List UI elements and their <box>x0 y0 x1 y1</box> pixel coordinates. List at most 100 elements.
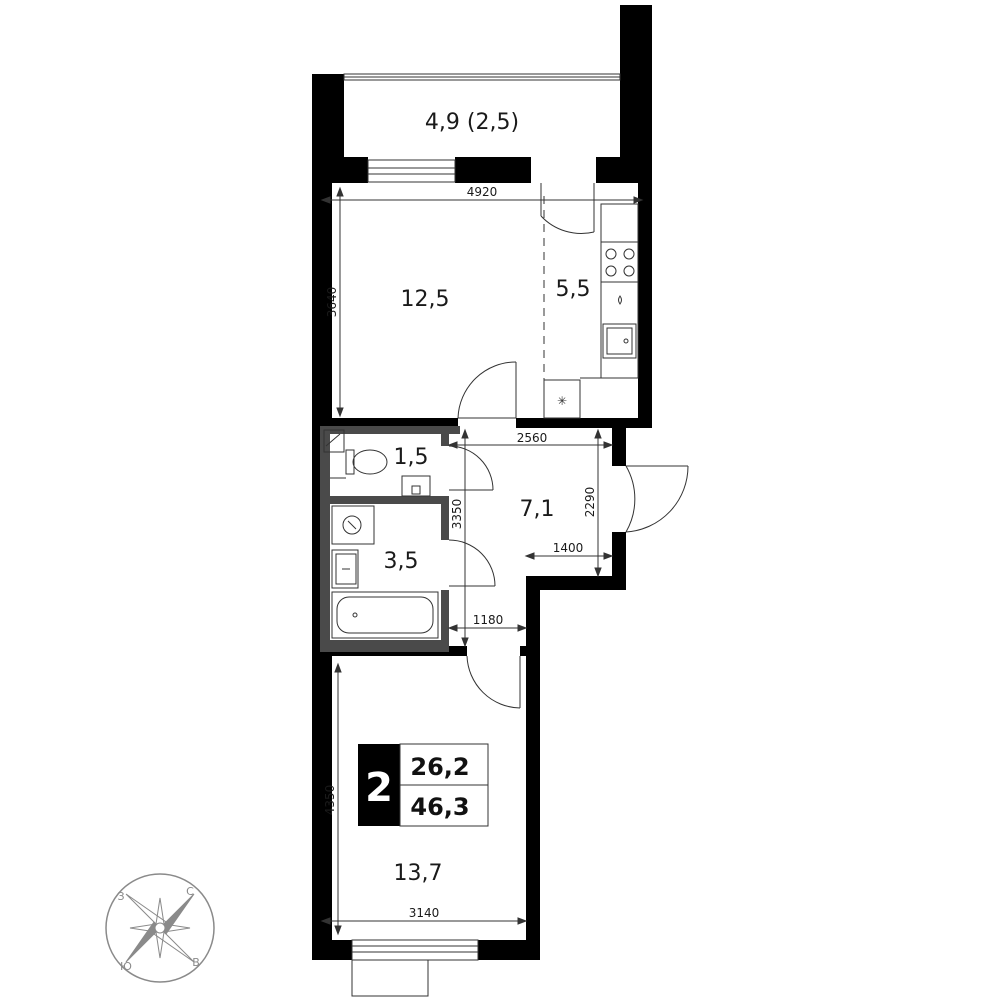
kitchen-counter <box>600 203 639 379</box>
door-entrance-swing <box>625 465 689 533</box>
door-living-swing <box>457 361 517 419</box>
partition-left <box>320 426 330 652</box>
wall-living-bottom-b <box>516 418 652 428</box>
dim-arrow-hall-lower-a <box>524 552 535 560</box>
compass-north-label: С <box>186 885 194 898</box>
dim-hall-height-left: 3350 <box>450 499 464 530</box>
dim-arrow-hall-width-b <box>603 441 614 449</box>
windows <box>343 73 621 997</box>
wall-kitchen-right <box>638 180 652 428</box>
wall-balcony-bottom-b <box>455 157 531 183</box>
compass-east-label: В <box>192 956 200 969</box>
wall-entrance-top <box>612 426 626 466</box>
dim-arrow-living-width-b <box>633 196 644 204</box>
partition-bath-right-bottom <box>441 590 449 650</box>
summary-room-count: 2 <box>365 765 393 811</box>
wall-balcony-right <box>620 5 652 183</box>
dim-hall-height-right: 2290 <box>583 487 597 518</box>
toilet-sink <box>401 475 431 497</box>
wall-bedroom-top-b <box>520 646 540 656</box>
room-kitchen-area: 5,5 <box>556 277 591 302</box>
dim-living-height: 3640 <box>325 287 339 318</box>
dim-arrow-living-width-a <box>320 196 331 204</box>
wall-hall-step-vertical <box>526 576 540 666</box>
bathtub-drain <box>352 612 358 618</box>
dim-arrow-hall-height-b <box>594 567 602 578</box>
partitions <box>320 426 460 652</box>
dim-living-width: 4920 <box>467 185 498 199</box>
bathtub <box>331 591 439 639</box>
wall-bedroom-bottom-a <box>312 940 352 960</box>
cistern-flush <box>325 433 341 447</box>
cistern-box <box>323 429 345 453</box>
toilet-sink-tap <box>411 485 421 495</box>
wall-bedroom-left <box>312 652 332 960</box>
compass-rose-icon <box>125 893 195 963</box>
summary-living-area: 26,2 <box>410 753 469 781</box>
dim-bedroom-width: 3140 <box>409 906 440 920</box>
summary-total-area: 46,3 <box>410 793 469 821</box>
partition-bath-right-top <box>441 496 449 540</box>
bath-sink-bowl <box>335 553 357 585</box>
door-bath-swing <box>448 539 496 587</box>
dim-arrow-hall-width-a <box>447 441 458 449</box>
dim-hall-lower-width: 1400 <box>553 541 584 555</box>
kitchen-sink-bowl <box>606 327 633 355</box>
washing-machine <box>331 505 375 545</box>
bath-sink <box>331 549 359 589</box>
wall-balcony-bottom-c <box>596 157 622 183</box>
room-bathroom-area: 3,5 <box>384 549 419 574</box>
compass-south-label: Ю <box>120 960 132 973</box>
kitchen-sink <box>602 323 637 359</box>
door-toilet-swing <box>448 445 494 491</box>
fridge <box>543 379 581 419</box>
washing-machine-drum <box>342 515 362 535</box>
room-bedroom-area: 13,7 <box>394 861 443 886</box>
dim-arrow-corridor-width-a <box>447 624 458 632</box>
partition-bath-bottom <box>320 640 449 652</box>
dim-arrow-hall-lower-b <box>603 552 614 560</box>
dimension-lines <box>320 186 644 936</box>
dim-arrow-living-height-a <box>336 186 344 197</box>
partition-toilet-right-top <box>441 426 449 446</box>
outer-walls <box>312 5 652 960</box>
dim-arrow-bedroom-height-a <box>334 662 342 673</box>
room-balcony-area: 4,9 (2,5) <box>425 110 519 135</box>
room-hall-area: 7,1 <box>520 497 555 522</box>
dim-bedroom-height: 4350 <box>323 785 337 816</box>
compass: З С Ю В <box>105 873 215 983</box>
dim-corridor-width: 1180 <box>473 613 504 627</box>
kitchen-sink-drain <box>623 338 629 344</box>
dim-arrow-bedroom-width-a <box>320 917 331 925</box>
wall-hall-step <box>526 576 626 590</box>
room-living-area: 12,5 <box>401 287 450 312</box>
summary-rooms-bg <box>358 744 400 826</box>
stove <box>600 241 639 283</box>
wall-living-left <box>312 180 332 430</box>
room-toilet-area: 1,5 <box>394 445 429 470</box>
toilet-bowl <box>352 449 388 475</box>
stove-burner-3 <box>605 265 617 277</box>
dim-arrow-corridor-height-a <box>461 428 469 439</box>
stove-burner-4 <box>623 265 635 277</box>
compass-ring <box>105 873 215 983</box>
window-living <box>367 159 456 183</box>
toilet-tank <box>345 449 355 475</box>
doors <box>448 183 689 709</box>
bathroom-fixtures <box>323 429 439 639</box>
wall-balcony-bottom-a <box>312 157 368 183</box>
window-bedroom <box>351 939 479 961</box>
wall-entrance-bottom <box>612 532 626 590</box>
kitchen-fixtures <box>543 196 639 419</box>
wall-bedroom-bottom-b <box>478 940 540 960</box>
door-balcony-swing <box>540 215 595 234</box>
dim-arrow-hall-height-a <box>594 428 602 439</box>
bathtub-basin <box>336 596 434 634</box>
wall-bedroom-right <box>526 652 540 960</box>
dim-hall-width: 2560 <box>517 431 548 445</box>
dim-arrow-bedroom-height-b <box>334 925 342 936</box>
dim-arrow-bedroom-width-b <box>517 917 528 925</box>
door-entrance-frame <box>625 465 636 533</box>
dim-arrow-living-height-b <box>336 407 344 418</box>
